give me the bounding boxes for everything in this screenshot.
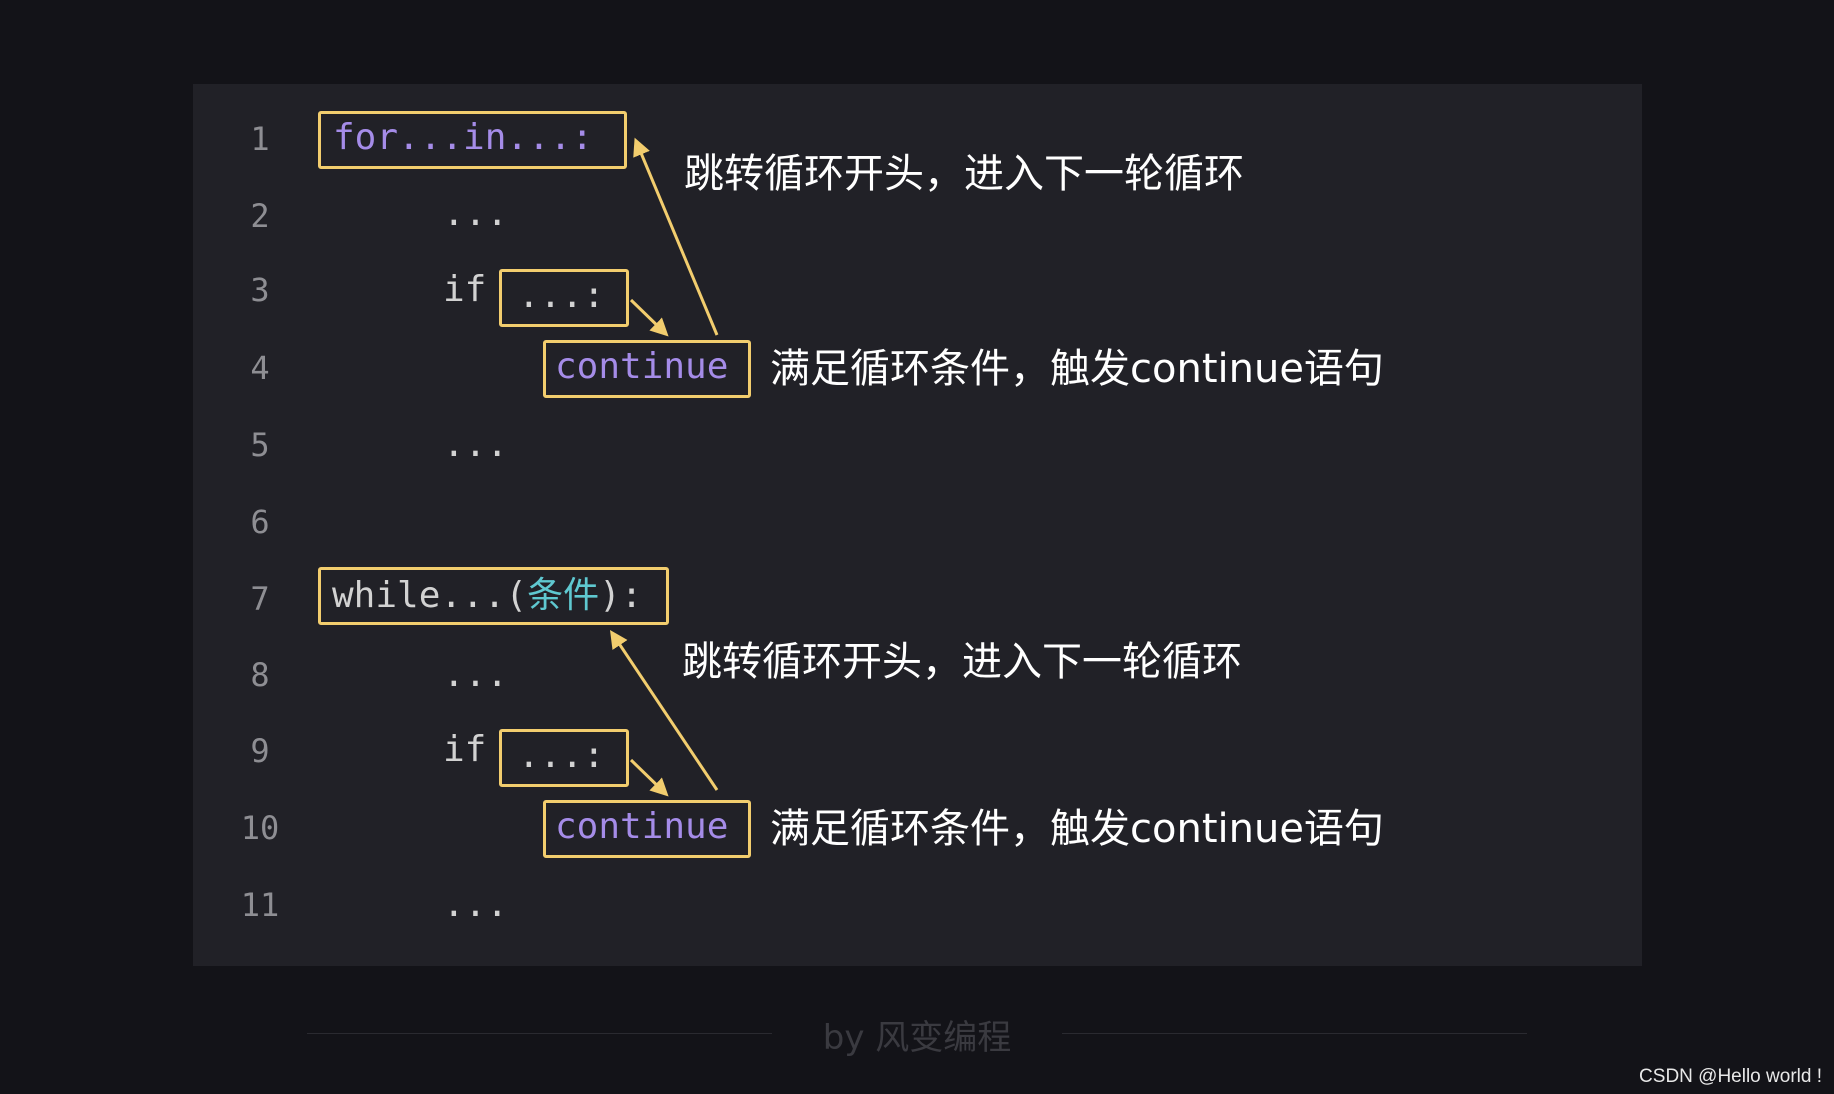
- code-panel: [193, 84, 1642, 966]
- jump-to-start-annotation: 跳转循环开头，进入下一轮循环: [684, 151, 1244, 197]
- continue-code: continue: [555, 346, 729, 387]
- line-number: 4: [250, 349, 270, 387]
- while-prefix: while...(: [332, 575, 528, 616]
- for-loop-code: for...in...:: [333, 117, 594, 158]
- if-keyword: if: [443, 729, 487, 770]
- footer-divider-left: [307, 1033, 772, 1034]
- if-condition-highlight-box: [499, 729, 629, 787]
- line-number: 7: [250, 580, 270, 618]
- line-number: 11: [240, 886, 280, 924]
- if-condition-code: ...:: [518, 275, 605, 316]
- line-number: 2: [250, 197, 270, 235]
- if-to-continue-arrow: [629, 758, 669, 797]
- ellipsis-code: ...: [443, 654, 509, 695]
- while-loop-code: while...(条件):: [332, 574, 642, 618]
- line-number: 3: [250, 271, 270, 309]
- ellipsis-code: ...: [443, 193, 509, 234]
- trigger-continue-annotation: 满足循环条件，触发continue语句: [770, 346, 1384, 392]
- continue-highlight-box: [543, 800, 751, 858]
- ellipsis-code: ...: [443, 884, 509, 925]
- footer-credit: by 风变编程: [822, 1018, 1012, 1058]
- continue-code: continue: [555, 806, 729, 847]
- line-number: 8: [250, 656, 270, 694]
- line-number: 9: [250, 732, 270, 770]
- while-condition: 条件: [527, 575, 600, 616]
- if-to-continue-arrow: [629, 298, 669, 337]
- if-condition-code: ...:: [518, 735, 605, 776]
- ellipsis-code: ...: [443, 424, 509, 465]
- for-loop-highlight-box: [318, 111, 627, 169]
- footer-divider-right: [1062, 1033, 1527, 1034]
- while-loop-highlight-box: [318, 567, 669, 625]
- line-number: 10: [240, 809, 280, 847]
- jump-back-arrow: [633, 137, 719, 336]
- jump-back-arrow: [609, 630, 719, 791]
- if-keyword: if: [443, 269, 487, 310]
- watermark: CSDN @Hello world !: [1639, 1066, 1822, 1087]
- if-condition-highlight-box: [499, 269, 629, 327]
- continue-highlight-box: [543, 340, 751, 398]
- trigger-continue-annotation: 满足循环条件，触发continue语句: [770, 806, 1384, 852]
- jump-to-start-annotation: 跳转循环开头，进入下一轮循环: [682, 639, 1242, 685]
- line-number: 5: [250, 426, 270, 464]
- while-suffix: ):: [599, 575, 643, 616]
- line-number: 1: [250, 120, 270, 158]
- line-number: 6: [250, 503, 270, 541]
